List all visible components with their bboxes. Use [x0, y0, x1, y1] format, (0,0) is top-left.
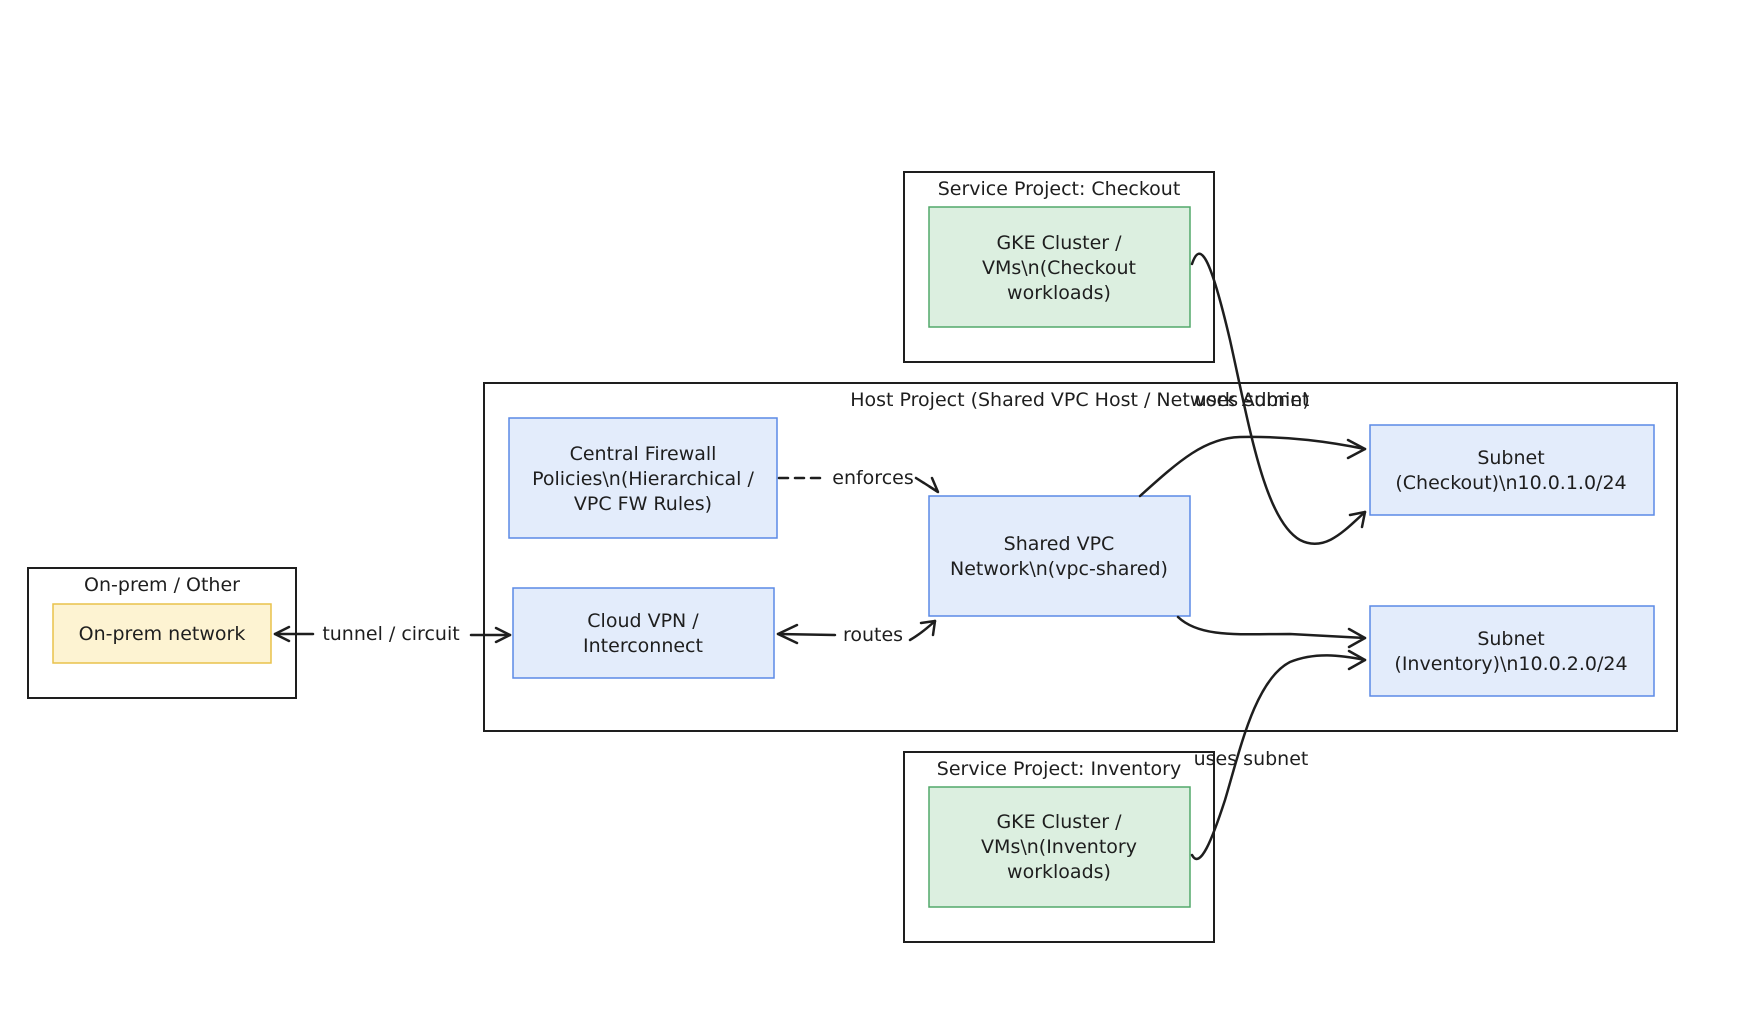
firewall-line-3: VPC FW Rules) [574, 493, 712, 515]
shared-vpc-box [928, 495, 1191, 617]
inventory-uses-subnet-line [1190, 654, 1367, 861]
host-project-title: Host Project (Shared VPC Host / Network … [850, 389, 1310, 411]
subnet-checkout-line-2: (Checkout)\n10.0.1.0/24 [1395, 472, 1626, 494]
gke-inventory-line-1: GKE Cluster / [996, 811, 1122, 833]
gke-inventory-box [928, 786, 1191, 908]
service-project-inventory-title: Service Project: Inventory [937, 758, 1181, 780]
gke-checkout-line-1: GKE Cluster / [996, 232, 1122, 254]
edge-checkout-uses-subnet: uses subnet [1190, 252, 1367, 546]
checkout-uses-subnet-label: uses subnet [1195, 389, 1310, 411]
onprem-network-box [52, 603, 272, 664]
gke-checkout-line-2: VMs\n(Checkout [982, 257, 1136, 279]
gke-inventory-line-2: VMs\n(Inventory [981, 836, 1137, 858]
subnet-checkout-box [1369, 424, 1655, 516]
vpc-checkout-arrowhead [1346, 438, 1367, 460]
firewall-line-2: Policies\n(Hierarchical / [532, 468, 754, 490]
subnet-inventory-box [1369, 605, 1655, 697]
edge-onprem-tunnel-vpn: tunnel / circuit [273, 623, 512, 645]
edge-inventory-uses-subnet: uses subnet [1190, 649, 1367, 861]
gke-inventory-line-3: workloads) [1007, 861, 1111, 883]
shared-vpc-line-2: Network\n(vpc-shared) [950, 558, 1168, 580]
gke-checkout-box [928, 206, 1191, 328]
gke-inventory-node: GKE Cluster / VMs\n(Inventory workloads) [928, 786, 1191, 908]
routes-arrowhead-left [776, 623, 799, 645]
tunnel-arrowhead-right [494, 626, 512, 644]
subnet-checkout-line-1: Subnet [1477, 447, 1544, 469]
tunnel-arrowhead-left [273, 625, 291, 643]
shared-vpc-line-1: Shared VPC [1004, 533, 1115, 555]
tunnel-label: tunnel / circuit [322, 623, 459, 645]
subnet-inventory-line-2: (Inventory)\n10.0.2.0/24 [1394, 653, 1627, 675]
onprem-network-node: On-prem network [52, 603, 272, 664]
subnet-inventory-line-1: Subnet [1477, 628, 1544, 650]
routes-arrowhead-right [919, 619, 937, 637]
inventory-uses-subnet-label: uses subnet [1194, 748, 1309, 770]
edge-vpc-to-subnet-inventory [1176, 615, 1367, 649]
edge-vpn-routes-vpc: routes [776, 619, 937, 646]
vpn-line-1: Cloud VPN / [587, 610, 699, 632]
onprem-network-label: On-prem network [79, 623, 246, 645]
vpn-box [512, 587, 775, 679]
edge-firewall-enforces-vpc: enforces [777, 467, 940, 494]
subnet-checkout-node: Subnet (Checkout)\n10.0.1.0/24 [1369, 424, 1655, 516]
edge-vpc-to-subnet-checkout [1138, 435, 1367, 498]
vpn-line-2: Interconnect [583, 635, 703, 657]
routes-line-right [908, 619, 937, 642]
gke-checkout-node: GKE Cluster / VMs\n(Checkout workloads) [928, 206, 1191, 328]
firewall-node: Central Firewall Policies\n(Hierarchical… [508, 417, 778, 539]
routes-line-left [776, 632, 837, 637]
vpn-node: Cloud VPN / Interconnect [512, 587, 775, 679]
checkout-uses-subnet-arrowhead [1348, 510, 1367, 529]
subnet-inventory-node: Subnet (Inventory)\n10.0.2.0/24 [1369, 605, 1655, 697]
firewall-line-1: Central Firewall [570, 443, 717, 465]
firewall-box [508, 417, 778, 539]
vpc-checkout-line [1138, 435, 1367, 498]
gke-checkout-line-3: workloads) [1007, 282, 1111, 304]
vpc-inventory-arrowhead [1347, 627, 1367, 649]
checkout-uses-subnet-line [1190, 252, 1367, 546]
inventory-uses-subnet-arrowhead [1347, 649, 1367, 671]
onprem-title: On-prem / Other [84, 574, 240, 596]
enforces-arrowhead [922, 476, 940, 494]
vpc-inventory-line [1176, 615, 1367, 640]
routes-label: routes [843, 624, 903, 646]
enforces-label: enforces [832, 467, 913, 489]
service-project-checkout-title: Service Project: Checkout [938, 178, 1181, 200]
shared-vpc-node: Shared VPC Network\n(vpc-shared) [928, 495, 1191, 617]
